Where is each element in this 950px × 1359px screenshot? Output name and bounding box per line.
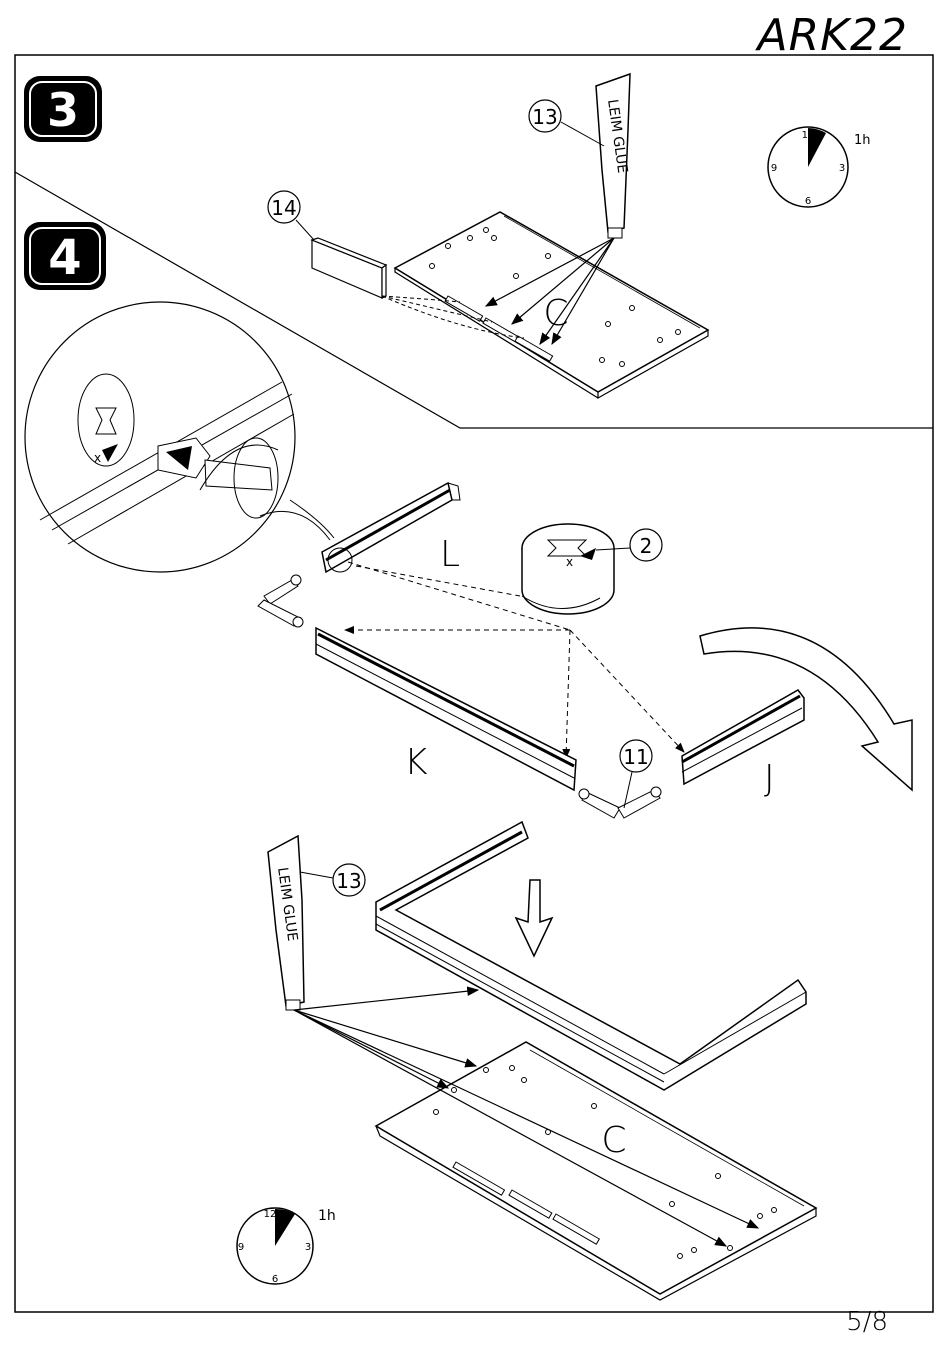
svg-text:3: 3 (47, 83, 79, 137)
svg-text:6: 6 (272, 1274, 278, 1285)
svg-text:x: x (94, 451, 101, 465)
clock-icon-step-3: 12 3 6 9 1h (768, 127, 871, 207)
cam-bolt-left (258, 575, 303, 627)
cam-lock-2: x (522, 524, 614, 614)
dowel-piece-14 (312, 238, 386, 298)
step-3-badge: 3 (24, 76, 102, 142)
svg-text:12: 12 (264, 1209, 277, 1220)
rail-l: L (322, 483, 460, 575)
svg-text:J: J (764, 758, 775, 799)
frame-assembly (376, 822, 806, 1090)
down-arrow-icon (516, 880, 552, 956)
glue-tube-icon-step-3: LEIM GLUE (596, 74, 630, 238)
svg-text:C: C (543, 293, 568, 334)
panel-c-step-4: C (376, 1042, 816, 1300)
svg-text:C: C (601, 1120, 626, 1161)
svg-text:12: 12 (802, 130, 815, 141)
step-4-badge: 4 (24, 222, 106, 290)
clock-icon-step-4: 12 3 6 9 1h (237, 1208, 336, 1285)
glue-tube-icon-step-4: LEIM GLUE (268, 836, 304, 1010)
svg-text:x: x (566, 555, 573, 569)
svg-text:4: 4 (48, 230, 81, 286)
svg-text:9: 9 (771, 163, 777, 174)
svg-text:14: 14 (271, 196, 296, 220)
svg-text:K: K (404, 742, 428, 783)
svg-text:13: 13 (336, 869, 361, 893)
svg-text:11: 11 (623, 745, 648, 769)
svg-text:6: 6 (805, 196, 811, 207)
svg-text:L: L (440, 534, 460, 575)
svg-text:13: 13 (532, 105, 557, 129)
svg-text:2: 2 (640, 534, 653, 558)
svg-text:1h: 1h (854, 133, 871, 148)
rotate-arrow-icon (700, 628, 912, 790)
magnified-detail: x (25, 302, 295, 572)
cam-bolt-11 (579, 787, 661, 818)
panel-c-step-3: C (395, 212, 708, 398)
rail-j: J (682, 690, 804, 799)
svg-text:1h: 1h (318, 1208, 336, 1224)
rail-k: K (316, 628, 576, 790)
svg-text:3: 3 (305, 1242, 311, 1253)
svg-text:9: 9 (238, 1242, 244, 1253)
page-number: 5/8 (846, 1307, 888, 1337)
svg-text:3: 3 (839, 163, 845, 174)
